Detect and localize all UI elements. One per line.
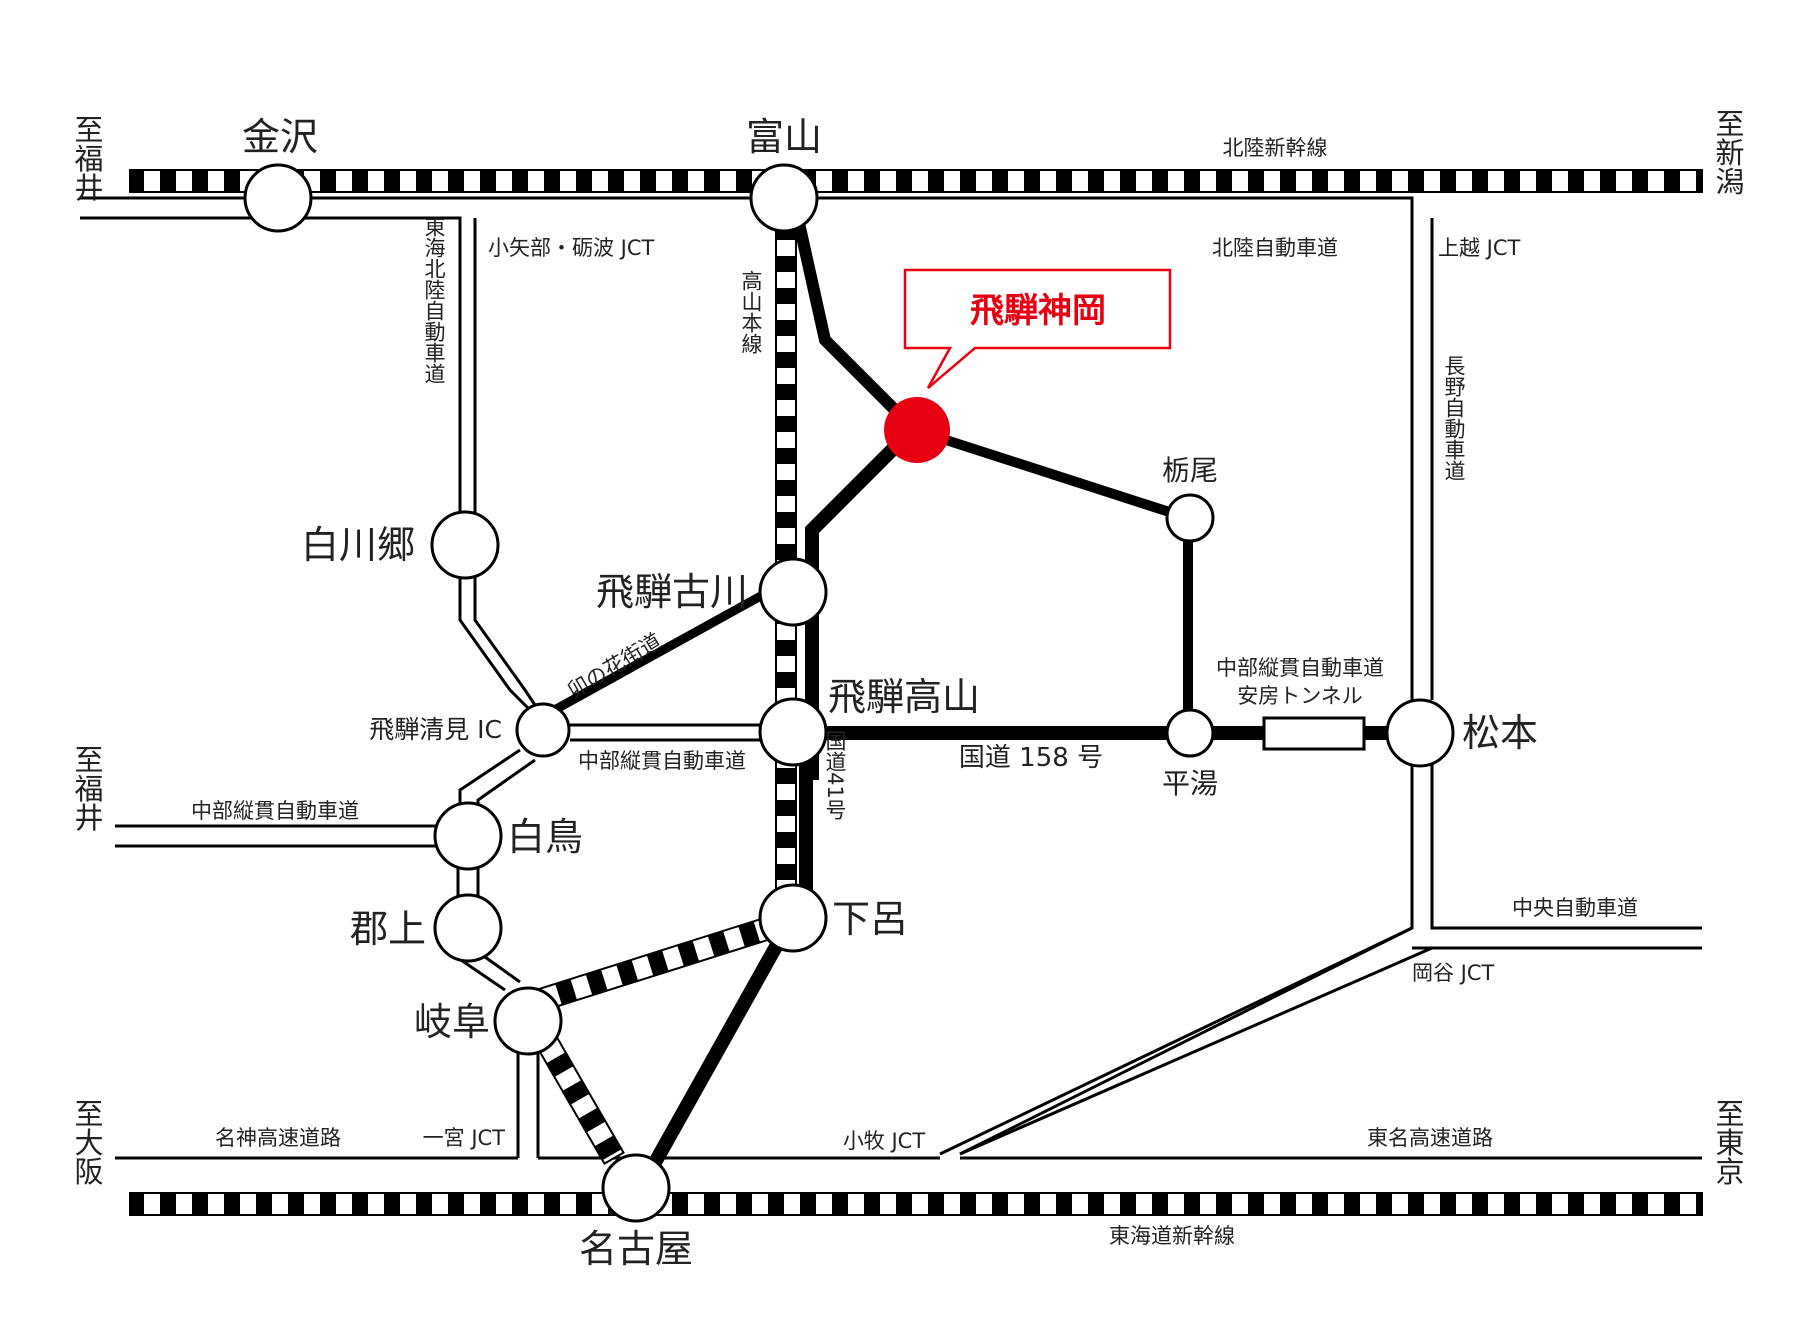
label-shirakawago: 白川郷 — [301, 523, 415, 567]
label-matsumoto: 松本 — [1462, 711, 1538, 755]
city-labels: 金沢 富山 白川郷 飛騨古川 飛騨高山 栃尾 平湯 松本 飛騨清見 IC 白鳥 … — [242, 115, 1538, 1271]
label-tochio: 栃尾 — [1162, 454, 1218, 487]
node-toyama — [749, 163, 819, 233]
nodes — [243, 163, 1455, 1223]
label-kanazawa: 金沢 — [242, 115, 318, 159]
label-ichinomiya-jct: 一宮 JCT — [423, 1126, 506, 1150]
label-toyama: 富山 — [746, 115, 822, 159]
label-chubu-jukan-1: 中部縦貫自動車道 — [578, 749, 746, 773]
node-matsumoto — [1385, 698, 1455, 768]
label-chubu-jukan-2: 中部縦貫自動車道 — [191, 799, 359, 823]
direction-labels: 至福井 至新潟 至福井 至大阪 至東京 — [70, 109, 1745, 1186]
node-hida-kamioka — [884, 397, 950, 463]
label-shirotori: 白鳥 — [507, 815, 583, 859]
node-nagoya — [601, 1153, 671, 1223]
label-tokaido-shinkansen: 東海道新幹線 — [1109, 1224, 1235, 1248]
node-shirotori — [433, 801, 503, 871]
label-abo-tunnel: 安房トンネル — [1237, 684, 1363, 708]
label-tokai-hokuriku-expressway: 東海北陸自動車道 — [422, 216, 446, 384]
label-hida-takayama: 飛騨高山 — [828, 675, 980, 719]
node-kanazawa — [243, 163, 313, 233]
label-to-osaka: 至大阪 — [70, 1099, 104, 1186]
label-tomei-expressway: 東名高速道路 — [1367, 1126, 1493, 1150]
abo-tunnel-marker — [1262, 716, 1366, 751]
label-chubu-jukan-abo-1: 中部縦貫自動車道 — [1216, 656, 1384, 680]
shinkansen-lines — [129, 169, 1703, 1216]
label-route-41: 国道41号 — [823, 730, 847, 820]
label-nagano-expressway: 長野自動車道 — [1442, 355, 1466, 481]
node-gujo — [433, 893, 503, 963]
label-hokuriku-shinkansen: 北陸新幹線 — [1223, 136, 1328, 160]
vertical-route-labels: 東海北陸自動車道 高山本線 国道41号 長野自動車道 — [422, 216, 1466, 820]
junction-labels: 小矢部・砺波 JCT 上越 JCT 岡谷 JCT 一宮 JCT 小牧 JCT — [423, 236, 1521, 1153]
label-oyabe-tonami-jct: 小矢部・砺波 JCT — [488, 236, 655, 260]
node-hirayu — [1165, 708, 1215, 758]
node-hida-furukawa — [758, 557, 828, 627]
label-joetsu-jct: 上越 JCT — [1438, 236, 1521, 260]
node-gifu — [493, 986, 563, 1056]
label-takayama-line: 高山本線 — [739, 270, 763, 354]
label-hirayu: 平湯 — [1162, 767, 1218, 800]
label-route-158: 国道 158 号 — [959, 743, 1103, 773]
label-to-niigata: 至新潟 — [1711, 109, 1745, 196]
label-gero: 下呂 — [832, 897, 908, 941]
label-komaki-jct: 小牧 JCT — [843, 1129, 926, 1153]
label-meishin-expressway: 名神高速道路 — [215, 1126, 341, 1150]
label-to-tokyo: 至東京 — [1711, 1099, 1745, 1186]
node-tochio — [1165, 493, 1215, 543]
label-gifu: 岐阜 — [414, 1000, 490, 1044]
label-okaya-jct: 岡谷 JCT — [1412, 961, 1495, 985]
label-chuo-expressway: 中央自動車道 — [1512, 896, 1638, 920]
node-hida-takayama — [758, 697, 828, 767]
node-shirakawago — [430, 510, 500, 580]
label-hokuriku-expressway: 北陸自動車道 — [1212, 236, 1338, 260]
route-labels: 北陸新幹線 東海道新幹線 北陸自動車道 国道 158 号 中部縦貫自動車道 安房… — [191, 136, 1638, 1248]
label-to-fukui-top: 至福井 — [70, 115, 104, 202]
label-nagoya: 名古屋 — [579, 1227, 693, 1271]
node-gero — [758, 883, 828, 953]
label-unohana-kaido: 卯の花街道 — [563, 629, 665, 704]
label-to-fukui-mid: 至福井 — [70, 745, 104, 832]
callout-box: 飛騨神岡 — [903, 268, 1172, 389]
label-gujo: 郡上 — [350, 907, 426, 951]
expressway-lines — [80, 196, 1702, 1160]
node-hida-kiyomi-ic — [515, 702, 571, 758]
label-hida-furukawa: 飛騨古川 — [596, 570, 748, 614]
label-hida-kiyomi-ic: 飛騨清見 IC — [369, 715, 502, 744]
callout-label: 飛騨神岡 — [970, 291, 1106, 331]
